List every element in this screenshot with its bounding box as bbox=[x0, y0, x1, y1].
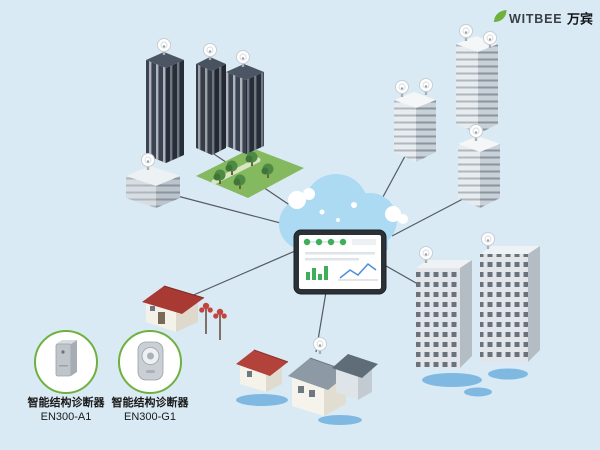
water-puddle bbox=[422, 373, 482, 387]
brand-name: WITBEE bbox=[509, 12, 562, 26]
connection-line bbox=[161, 191, 293, 227]
water-puddle bbox=[488, 368, 528, 380]
device-en300-a1-image bbox=[55, 340, 77, 377]
village-houses bbox=[236, 349, 378, 425]
water-puddle bbox=[236, 394, 288, 406]
park bbox=[196, 148, 304, 198]
dashboard-tablet bbox=[293, 229, 387, 295]
dark-towers-cluster bbox=[146, 52, 264, 163]
badge-a1-model: EN300-A1 bbox=[41, 411, 92, 423]
residential-towers bbox=[416, 246, 540, 397]
badge-a1-label: 智能结构诊断器 bbox=[28, 395, 106, 409]
red-roof-house bbox=[142, 285, 227, 340]
leaf-icon bbox=[494, 10, 507, 22]
badge-en300-a1: 智能结构诊断器 EN300-A1 bbox=[28, 330, 106, 423]
badge-g1-label: 智能结构诊断器 bbox=[112, 395, 190, 409]
connection-line bbox=[181, 247, 303, 301]
white-tower-tall bbox=[456, 36, 498, 134]
white-tower-mid bbox=[394, 92, 436, 162]
badge-en300-g1: 智能结构诊断器 EN300-G1 bbox=[112, 330, 190, 423]
small-office-building bbox=[126, 166, 180, 208]
badge-g1-model: EN300-G1 bbox=[124, 411, 176, 423]
water-puddle bbox=[464, 387, 492, 397]
device-en300-g1-image bbox=[137, 341, 164, 381]
brand-logo: WITBEE 万宾 bbox=[494, 10, 593, 27]
white-tower-right bbox=[458, 136, 500, 208]
water-puddle bbox=[318, 415, 362, 425]
brand-name-cn: 万宾 bbox=[566, 12, 593, 27]
